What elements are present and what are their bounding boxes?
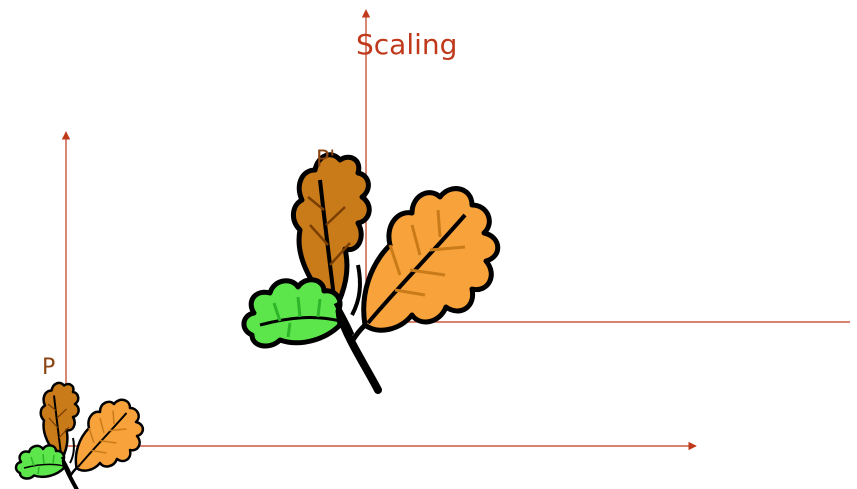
point-p-scaled-label: P' xyxy=(316,147,335,172)
point-p-original-label: P xyxy=(42,355,55,380)
scaled-leaf-sprig xyxy=(244,155,498,390)
diagram-title: Scaling xyxy=(356,28,457,61)
original-leaf-sprig xyxy=(16,383,143,489)
